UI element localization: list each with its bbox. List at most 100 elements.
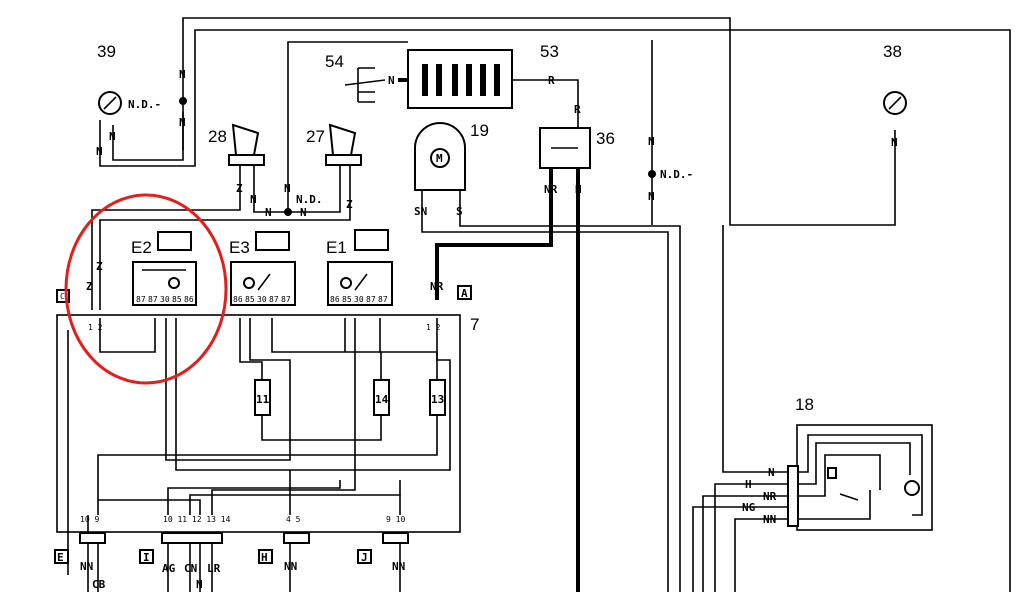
- relay-label: E1: [326, 238, 347, 257]
- wiper-motor-18: [796, 424, 933, 531]
- wire-label: NN: [392, 560, 405, 573]
- wire-label: NG: [742, 501, 756, 514]
- relay-label: E3: [229, 238, 250, 257]
- wire-label: N: [284, 182, 291, 195]
- wire-label: N: [300, 206, 307, 219]
- label-36: 36: [596, 129, 615, 148]
- label-53: 53: [540, 42, 559, 61]
- label-18: 18: [795, 395, 814, 414]
- svg-text:87: 87: [378, 295, 388, 304]
- motor-icon: [430, 148, 450, 168]
- heated-window-icon: [157, 231, 192, 251]
- wire-label: NR: [544, 183, 558, 196]
- wire-label: N.D.: [296, 193, 323, 206]
- wire-label: N: [265, 206, 272, 219]
- svg-text:85: 85: [342, 295, 352, 304]
- fuse-11: [254, 379, 271, 416]
- wire-label: S: [456, 205, 463, 218]
- connector-a: A: [461, 287, 468, 300]
- label-19: 19: [470, 121, 489, 140]
- wire-label: R: [548, 74, 555, 87]
- pin-numbers: 1 2: [426, 323, 441, 332]
- junction: [179, 97, 187, 105]
- fuse-14: [373, 379, 390, 416]
- wire-label: N: [96, 145, 103, 158]
- fuse-13: [429, 379, 446, 416]
- label-27: 27: [306, 127, 325, 146]
- wires: [67, 17, 1011, 592]
- wire-label: NN: [763, 513, 776, 526]
- wire-label: AG: [162, 562, 176, 575]
- wire-label: Z: [86, 280, 93, 293]
- connector-j: J: [361, 551, 368, 564]
- fuse-label: 13: [431, 393, 444, 406]
- wire-label: N: [648, 190, 655, 203]
- connector-i: I: [143, 551, 150, 564]
- wire-label: N: [575, 183, 582, 196]
- horn-icon: [328, 123, 357, 156]
- label-7: 7: [470, 315, 479, 334]
- motor-icon: [904, 480, 920, 496]
- fuse-relay-box-7: [56, 314, 461, 533]
- wire-label: N.D.-: [660, 168, 693, 181]
- wire-label: N: [250, 193, 257, 206]
- label-39: 39: [97, 42, 116, 61]
- wire-label: Z: [236, 182, 243, 195]
- svg-text:30: 30: [257, 295, 267, 304]
- wire-label: NN: [284, 560, 297, 573]
- label-38: 38: [883, 42, 902, 61]
- svg-text:30: 30: [160, 295, 170, 304]
- wire-label: NR: [430, 280, 444, 293]
- svg-text:87: 87: [269, 295, 279, 304]
- label-54: 54: [325, 52, 344, 71]
- wire-label: CB: [92, 578, 106, 591]
- horn-switch-icon: [354, 229, 389, 251]
- wire-label: R: [574, 103, 581, 116]
- svg-text:86: 86: [330, 295, 340, 304]
- wire-label: SN: [414, 205, 427, 218]
- pin-numbers: 10 9: [80, 515, 99, 524]
- svg-text:30: 30: [354, 295, 364, 304]
- wire-label: N: [109, 130, 116, 143]
- wire-label: N: [388, 74, 395, 87]
- wire-label: N: [768, 466, 775, 479]
- relay-label: E2: [131, 238, 152, 257]
- pin-numbers: 4 5: [286, 515, 301, 524]
- wire-label: Z: [96, 260, 103, 273]
- wire-label: N: [891, 136, 898, 149]
- wire-label: LR: [207, 562, 221, 575]
- wire-label: H: [745, 478, 752, 491]
- wire-label: NN: [80, 560, 93, 573]
- wire-label: CN: [184, 562, 197, 575]
- label-28: 28: [208, 127, 227, 146]
- horn-icon: [231, 123, 260, 156]
- wire-label: N.D.-: [128, 98, 161, 111]
- wire-label: N: [196, 578, 203, 591]
- wire-label: N: [179, 116, 186, 129]
- connector-h: H: [261, 551, 268, 564]
- connector-label: C: [60, 292, 65, 301]
- svg-text:87: 87: [136, 295, 146, 304]
- svg-text:86: 86: [184, 295, 194, 304]
- wire-label: NR: [763, 490, 777, 503]
- svg-text:86: 86: [233, 295, 243, 304]
- svg-text:87: 87: [148, 295, 158, 304]
- svg-text:85: 85: [172, 295, 182, 304]
- svg-text:85: 85: [245, 295, 255, 304]
- wire-label: Z: [346, 198, 353, 211]
- pin-numbers: 10 11 12 13 14: [163, 515, 231, 524]
- connector-e: E: [57, 551, 64, 564]
- pin-numbers: 9 10: [386, 515, 405, 524]
- fuse-label: 11: [256, 393, 270, 406]
- ground-icon: [344, 67, 386, 103]
- wire-label: N: [648, 135, 655, 148]
- highlight-circle: [64, 193, 228, 385]
- fuse-label: 14: [375, 393, 389, 406]
- wire-label: N: [179, 68, 186, 81]
- svg-text:87: 87: [281, 295, 291, 304]
- heated-window-icon: [255, 231, 290, 251]
